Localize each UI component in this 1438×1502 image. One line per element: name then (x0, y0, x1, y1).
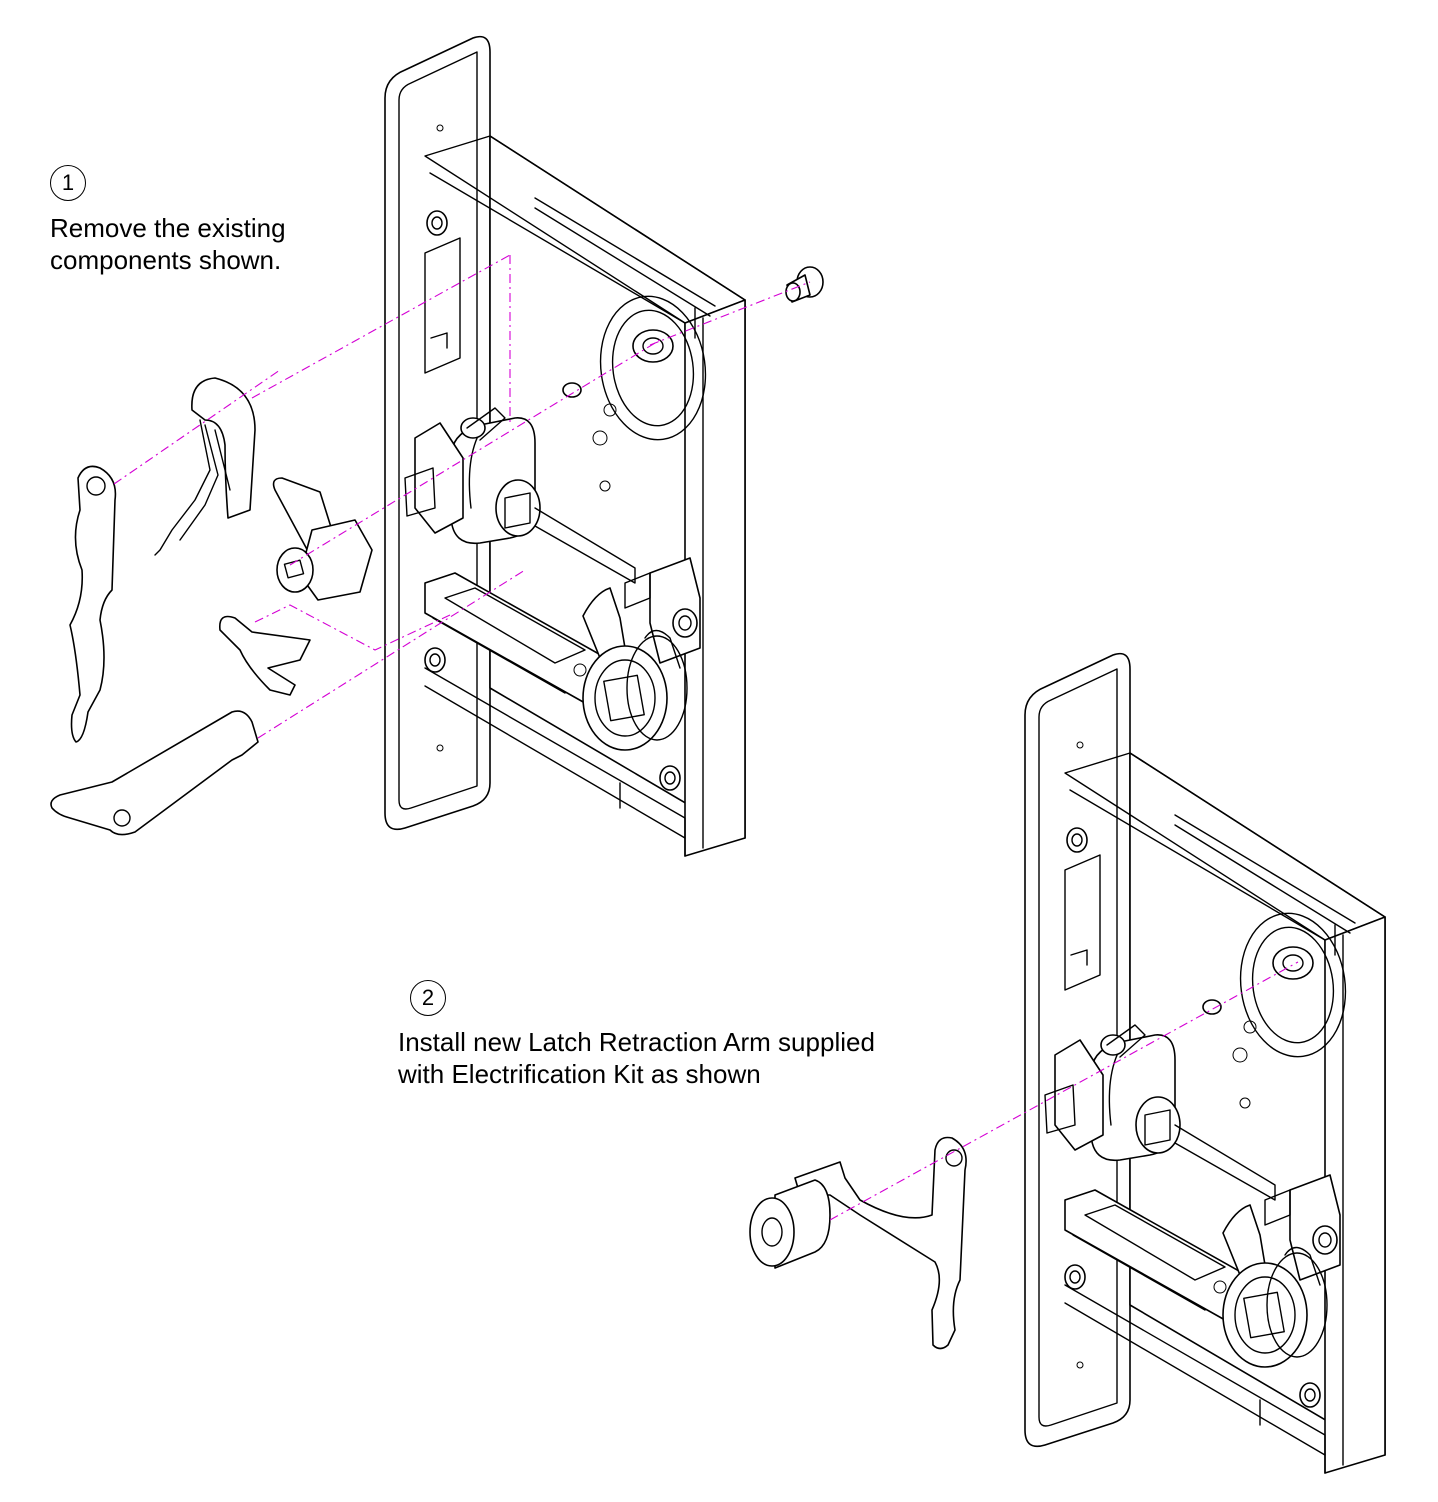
lock-body-2 (1024, 652, 1386, 1474)
step-1-instruction: Remove the existing components shown. (50, 212, 286, 276)
lever-arm-part (69, 465, 117, 743)
spring-clip-part (154, 377, 256, 556)
alignment-guide-6 (254, 604, 451, 651)
step-2-instruction: Install new Latch Retraction Arm supplie… (398, 1026, 875, 1090)
step-1-number: 1 (61, 170, 75, 195)
small-spring-part (218, 615, 311, 696)
alignment-guide-2 (251, 254, 511, 399)
lock-body-1 (384, 35, 746, 857)
long-lever-part (50, 710, 259, 836)
alignment-guide-8 (829, 961, 1299, 1221)
step-1-badge: 1 (50, 165, 86, 201)
latch-retraction-arm-part (794, 1136, 967, 1350)
sleeve-part (749, 1179, 831, 1269)
step-2-line-1: Install new Latch Retraction Arm supplie… (398, 1027, 875, 1057)
alignment-guide-7 (257, 569, 526, 739)
step-1-line-1: Remove the existing (50, 213, 286, 243)
step-2-number: 2 (421, 985, 435, 1010)
step-1-line-2: components shown. (50, 245, 282, 275)
alignment-guide-1 (113, 369, 281, 485)
step-2-badge: 2 (410, 980, 446, 1016)
alignment-guide-4 (289, 339, 661, 566)
cam-part (272, 477, 373, 601)
step-2-line-2: with Electrification Kit as shown (398, 1059, 761, 1089)
